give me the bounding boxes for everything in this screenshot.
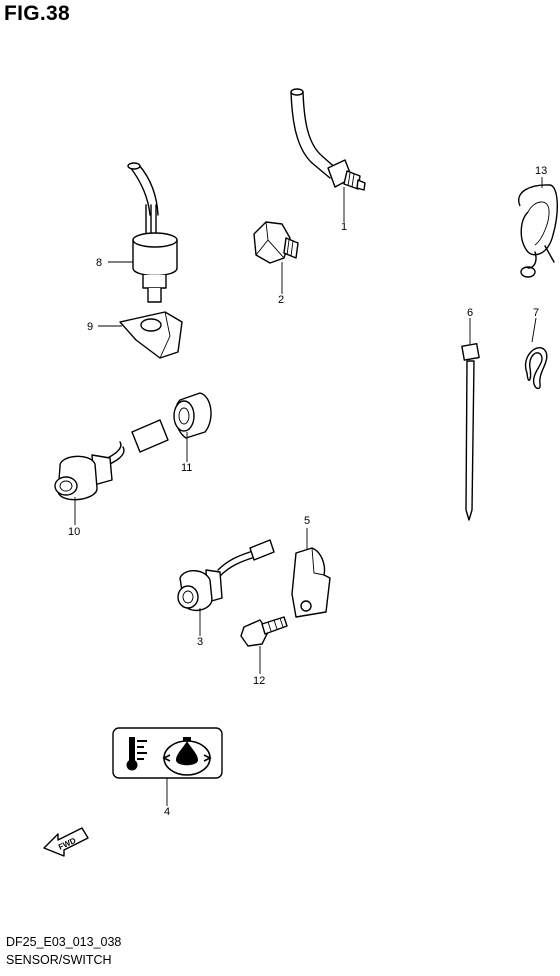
part-13-clamp[interactable] xyxy=(518,184,558,278)
figure-code: DF25_E03_013_038 xyxy=(6,935,122,949)
part-4-temperature-oil-decal[interactable] xyxy=(112,727,223,779)
part-11-grommet[interactable] xyxy=(173,392,212,439)
part-3-sender[interactable] xyxy=(177,539,275,611)
callout-9: 9 xyxy=(87,321,93,333)
callout-4: 4 xyxy=(164,806,170,818)
callout-12: 12 xyxy=(253,675,265,687)
callout-5: 5 xyxy=(304,515,310,527)
figure-title: FIG.38 xyxy=(4,2,70,25)
oil-drop-icon xyxy=(162,737,212,776)
part-12-bolt[interactable] xyxy=(240,616,288,647)
part-2-threaded-sensor[interactable] xyxy=(253,221,299,264)
thermometer-icon xyxy=(126,737,147,771)
callout-13: 13 xyxy=(535,165,547,177)
callout-1: 1 xyxy=(341,221,347,233)
leader-lines xyxy=(74,177,543,806)
callout-6: 6 xyxy=(467,307,473,319)
callout-3: 3 xyxy=(197,636,203,648)
callout-2: 2 xyxy=(278,294,284,306)
callout-numbers: 1 2 3 4 5 6 7 8 9 10 11 12 13 xyxy=(68,165,547,818)
part-1-sensor-with-hose[interactable] xyxy=(290,88,366,191)
callout-10: 10 xyxy=(68,526,80,538)
part-5-bracket[interactable] xyxy=(291,547,331,618)
callout-11: 11 xyxy=(181,462,192,474)
part-9-bracket[interactable] xyxy=(119,311,183,359)
callout-7: 7 xyxy=(533,307,539,319)
part-10-sender-with-grommet[interactable] xyxy=(54,419,169,501)
part-7-wire-clip[interactable] xyxy=(524,347,548,390)
fwd-direction-arrow: FWD xyxy=(43,827,89,857)
callout-8: 8 xyxy=(96,257,102,269)
figure-caption: SENSOR/SWITCH xyxy=(6,953,112,967)
part-6-cable-tie[interactable] xyxy=(461,343,480,521)
part-8-switch-with-wires[interactable] xyxy=(127,162,178,303)
